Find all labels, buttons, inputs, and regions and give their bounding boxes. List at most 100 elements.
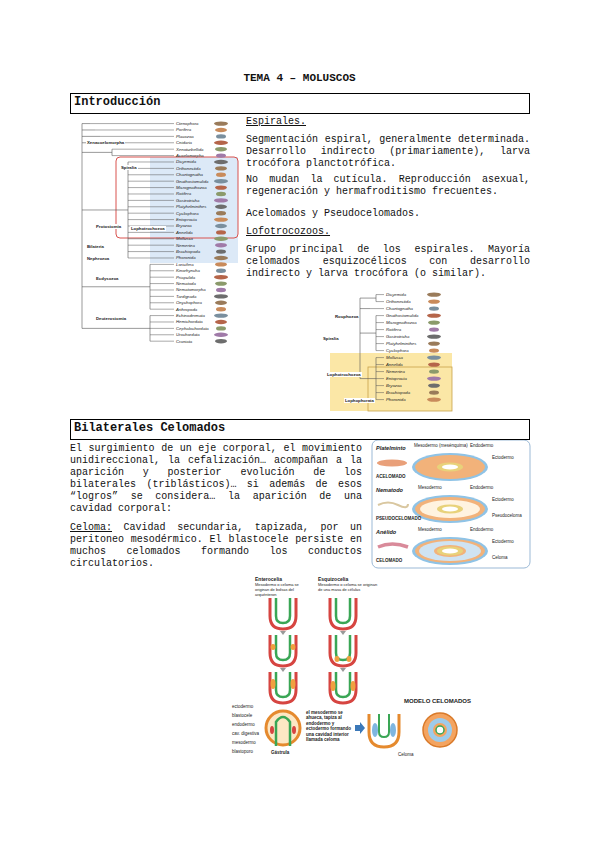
taxon-label: Urochordata <box>176 332 200 337</box>
animal-icon <box>216 211 226 215</box>
tree-branch <box>128 200 174 201</box>
tree-branch <box>376 322 384 323</box>
tree-branch <box>376 392 384 393</box>
tree-branch <box>150 321 174 322</box>
taxon-label: Porifera <box>176 127 191 132</box>
figure-label: Endodermo <box>470 443 493 448</box>
animal-icon <box>214 121 228 125</box>
body-heading: Lofotrocozoos. <box>246 226 330 238</box>
mesoderm-pocket <box>271 679 276 689</box>
figure-label: Endodermo <box>470 527 493 532</box>
tree-highlight <box>116 157 238 238</box>
figure-label: CELOMADO <box>376 558 402 563</box>
section-heading: Bilaterales Celomados <box>71 420 529 437</box>
embryo-layer <box>330 635 356 666</box>
taxon-label: Nematomorpha <box>176 287 206 292</box>
endoderm <box>437 505 463 514</box>
animal-icon <box>215 301 227 305</box>
tree-branch <box>150 277 174 278</box>
animal-icon <box>216 153 226 157</box>
embryo-layer <box>336 635 350 660</box>
tree-branch <box>112 149 174 150</box>
tree-highlight <box>330 353 452 411</box>
embryo-layer <box>270 598 296 629</box>
mesoderm-pocket <box>347 656 352 662</box>
animal-icon <box>215 243 227 247</box>
figure-label: el mesodermo se ahueca, tapiza al endode… <box>306 710 354 742</box>
animal-icon <box>427 376 441 380</box>
taxon-label: Onychophora <box>176 300 202 305</box>
embryo-layer <box>336 672 350 697</box>
body-heading: Espirales. <box>246 116 306 128</box>
mesoderm-pocket <box>335 656 340 662</box>
tree-branch <box>90 123 174 124</box>
tree-branch <box>150 315 174 316</box>
stage-arrow <box>280 631 286 635</box>
tree-branch <box>376 399 384 400</box>
tree-branch <box>150 270 174 271</box>
stage-arrow <box>340 631 346 635</box>
taxon-label: Orthonectida <box>386 299 411 304</box>
animal-icon <box>215 320 227 324</box>
tree-branch <box>376 301 384 302</box>
tree-branch <box>376 385 384 386</box>
tree-branch <box>150 296 174 297</box>
animal-icon <box>427 397 441 401</box>
clade-label: Ecdysozoa <box>95 276 119 281</box>
animal-icon <box>216 173 226 177</box>
tree-branch <box>128 206 174 207</box>
animal-icon <box>429 369 439 373</box>
process-arrow <box>355 722 365 734</box>
animal-icon <box>216 326 226 330</box>
tree-branch <box>370 308 384 309</box>
taxon-label: Tardigrada <box>176 294 196 299</box>
flatworm-icon <box>377 460 407 467</box>
tree-branch <box>100 136 174 137</box>
clade-label: Nephrozoa <box>86 256 110 261</box>
mesoderm <box>415 539 485 563</box>
taxon-label: Entoprocta <box>386 376 407 381</box>
tree-branch <box>128 245 174 246</box>
mesoderm-pocket <box>271 644 276 650</box>
page-title: TEMA 4 – MOLUSCOS <box>0 72 599 85</box>
gastrula-mesoderm <box>270 726 274 734</box>
tree-branch <box>150 283 174 284</box>
mesoderm <box>415 497 485 521</box>
tree-branch <box>150 302 174 303</box>
figure-label: Platelminto <box>376 445 406 452</box>
stage-arrow <box>280 668 286 672</box>
taxon-label: Phoronida <box>176 255 196 260</box>
clade-label: Deuterostomia <box>95 316 127 321</box>
taxon-label: Cnidaria <box>176 140 192 145</box>
tree-branch <box>376 364 384 365</box>
stage-arrow <box>340 668 346 672</box>
animal-icon <box>428 320 440 324</box>
figure-label: MODELO CELOMADOS <box>404 698 471 705</box>
mesoderm-pocket <box>351 681 356 691</box>
tree-branch <box>128 257 174 258</box>
figure-label: Mesodermo o celoma se originan de bolsas… <box>255 583 310 597</box>
taxon-label: Nematoda <box>176 281 196 286</box>
model-gut <box>436 726 444 734</box>
mesoderm <box>434 545 466 557</box>
embryo-layer <box>270 672 296 703</box>
figure-label: Esquizocelia <box>318 576 348 582</box>
taxon-label: Bryozoa <box>386 383 402 388</box>
model-mesoderm <box>433 723 447 737</box>
figure-label: Ectodermo <box>492 455 514 460</box>
tree-branch <box>128 213 174 214</box>
figure-label: Enterocelia <box>255 576 282 582</box>
animal-icon <box>215 339 227 343</box>
figure-label: Mesodermo o celoma se originan de una ma… <box>318 583 378 593</box>
section-heading: Introducción <box>71 94 529 111</box>
tree-branch <box>376 294 384 295</box>
animal-icon <box>216 307 226 311</box>
animal-icon <box>428 341 440 345</box>
tree-branch <box>128 181 174 182</box>
figure-label: Mesodermo (mesénquima) <box>414 443 468 448</box>
figure-label: cav. digestiva <box>232 731 259 736</box>
ectoderm <box>412 453 488 481</box>
taxon-label: Platyhelminthes <box>176 204 206 209</box>
figure-label: Celoma <box>398 752 414 757</box>
taxon-label: Nemertea <box>386 369 405 374</box>
